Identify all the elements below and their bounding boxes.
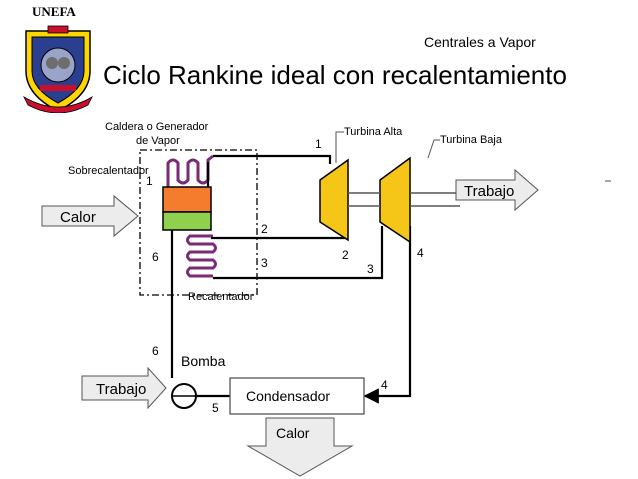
page-title: Ciclo Rankine ideal con recalentamiento [103,60,567,90]
pipe-state-3 [213,226,384,280]
state-4-condenser: 4 [381,378,388,392]
heat-in-arrow [41,194,139,238]
heat-out-label: Calor [276,425,310,441]
state-2-pipe: 2 [261,222,268,236]
state-6-boiler: 6 [152,250,159,264]
heat-out-arrow [246,417,354,477]
work-in-label: Trabajo [96,381,146,398]
heat-in-label: Calor [60,209,96,226]
turbine-high-leader [335,131,344,163]
state-1-boiler: 1 [146,174,153,188]
turbine-high-label: Turbina Alta [344,126,403,138]
course-label: Centrales a Vapor [424,34,536,50]
state-5: 5 [212,401,219,415]
state-4-turbine: 4 [417,246,424,260]
turbine-low-leader [427,139,440,159]
state-1-pipe: 1 [315,137,322,151]
pipe-state-4 [363,226,412,404]
reheater-label: Recalentador [188,291,254,303]
work-out-arrow [455,168,539,212]
reheater-coil [186,234,217,278]
superheater-label: Sobrecalentador [68,165,149,177]
condenser-label: Condensador [246,388,330,404]
state-2-turbine: 2 [342,248,349,262]
boiler-boundary [139,149,258,296]
boiler-flame-orange [162,186,212,213]
state-3-pipe: 3 [261,256,268,270]
pump-label: Bomba [181,353,226,369]
state-3-turbine: 3 [367,262,374,276]
superheater-coil [166,154,214,187]
boiler-label-1: Caldera o Generador [105,121,209,133]
pipe-state-2 [211,226,346,240]
turbine-low-label: Turbina Baja [440,134,503,146]
work-in-arrow [81,366,167,410]
turbine-low [379,156,411,244]
state-6-pump: 6 [152,344,159,358]
condenser-box [229,377,365,415]
pipe-state-1 [213,154,332,164]
work-out-label: Trabajo [464,183,514,200]
boiler-label-2: de Vapor [136,135,180,147]
turbine-high [319,158,349,242]
unefa-logo [18,25,98,113]
org-name: UNEFA [32,4,76,19]
boiler-flame-green [162,211,212,231]
